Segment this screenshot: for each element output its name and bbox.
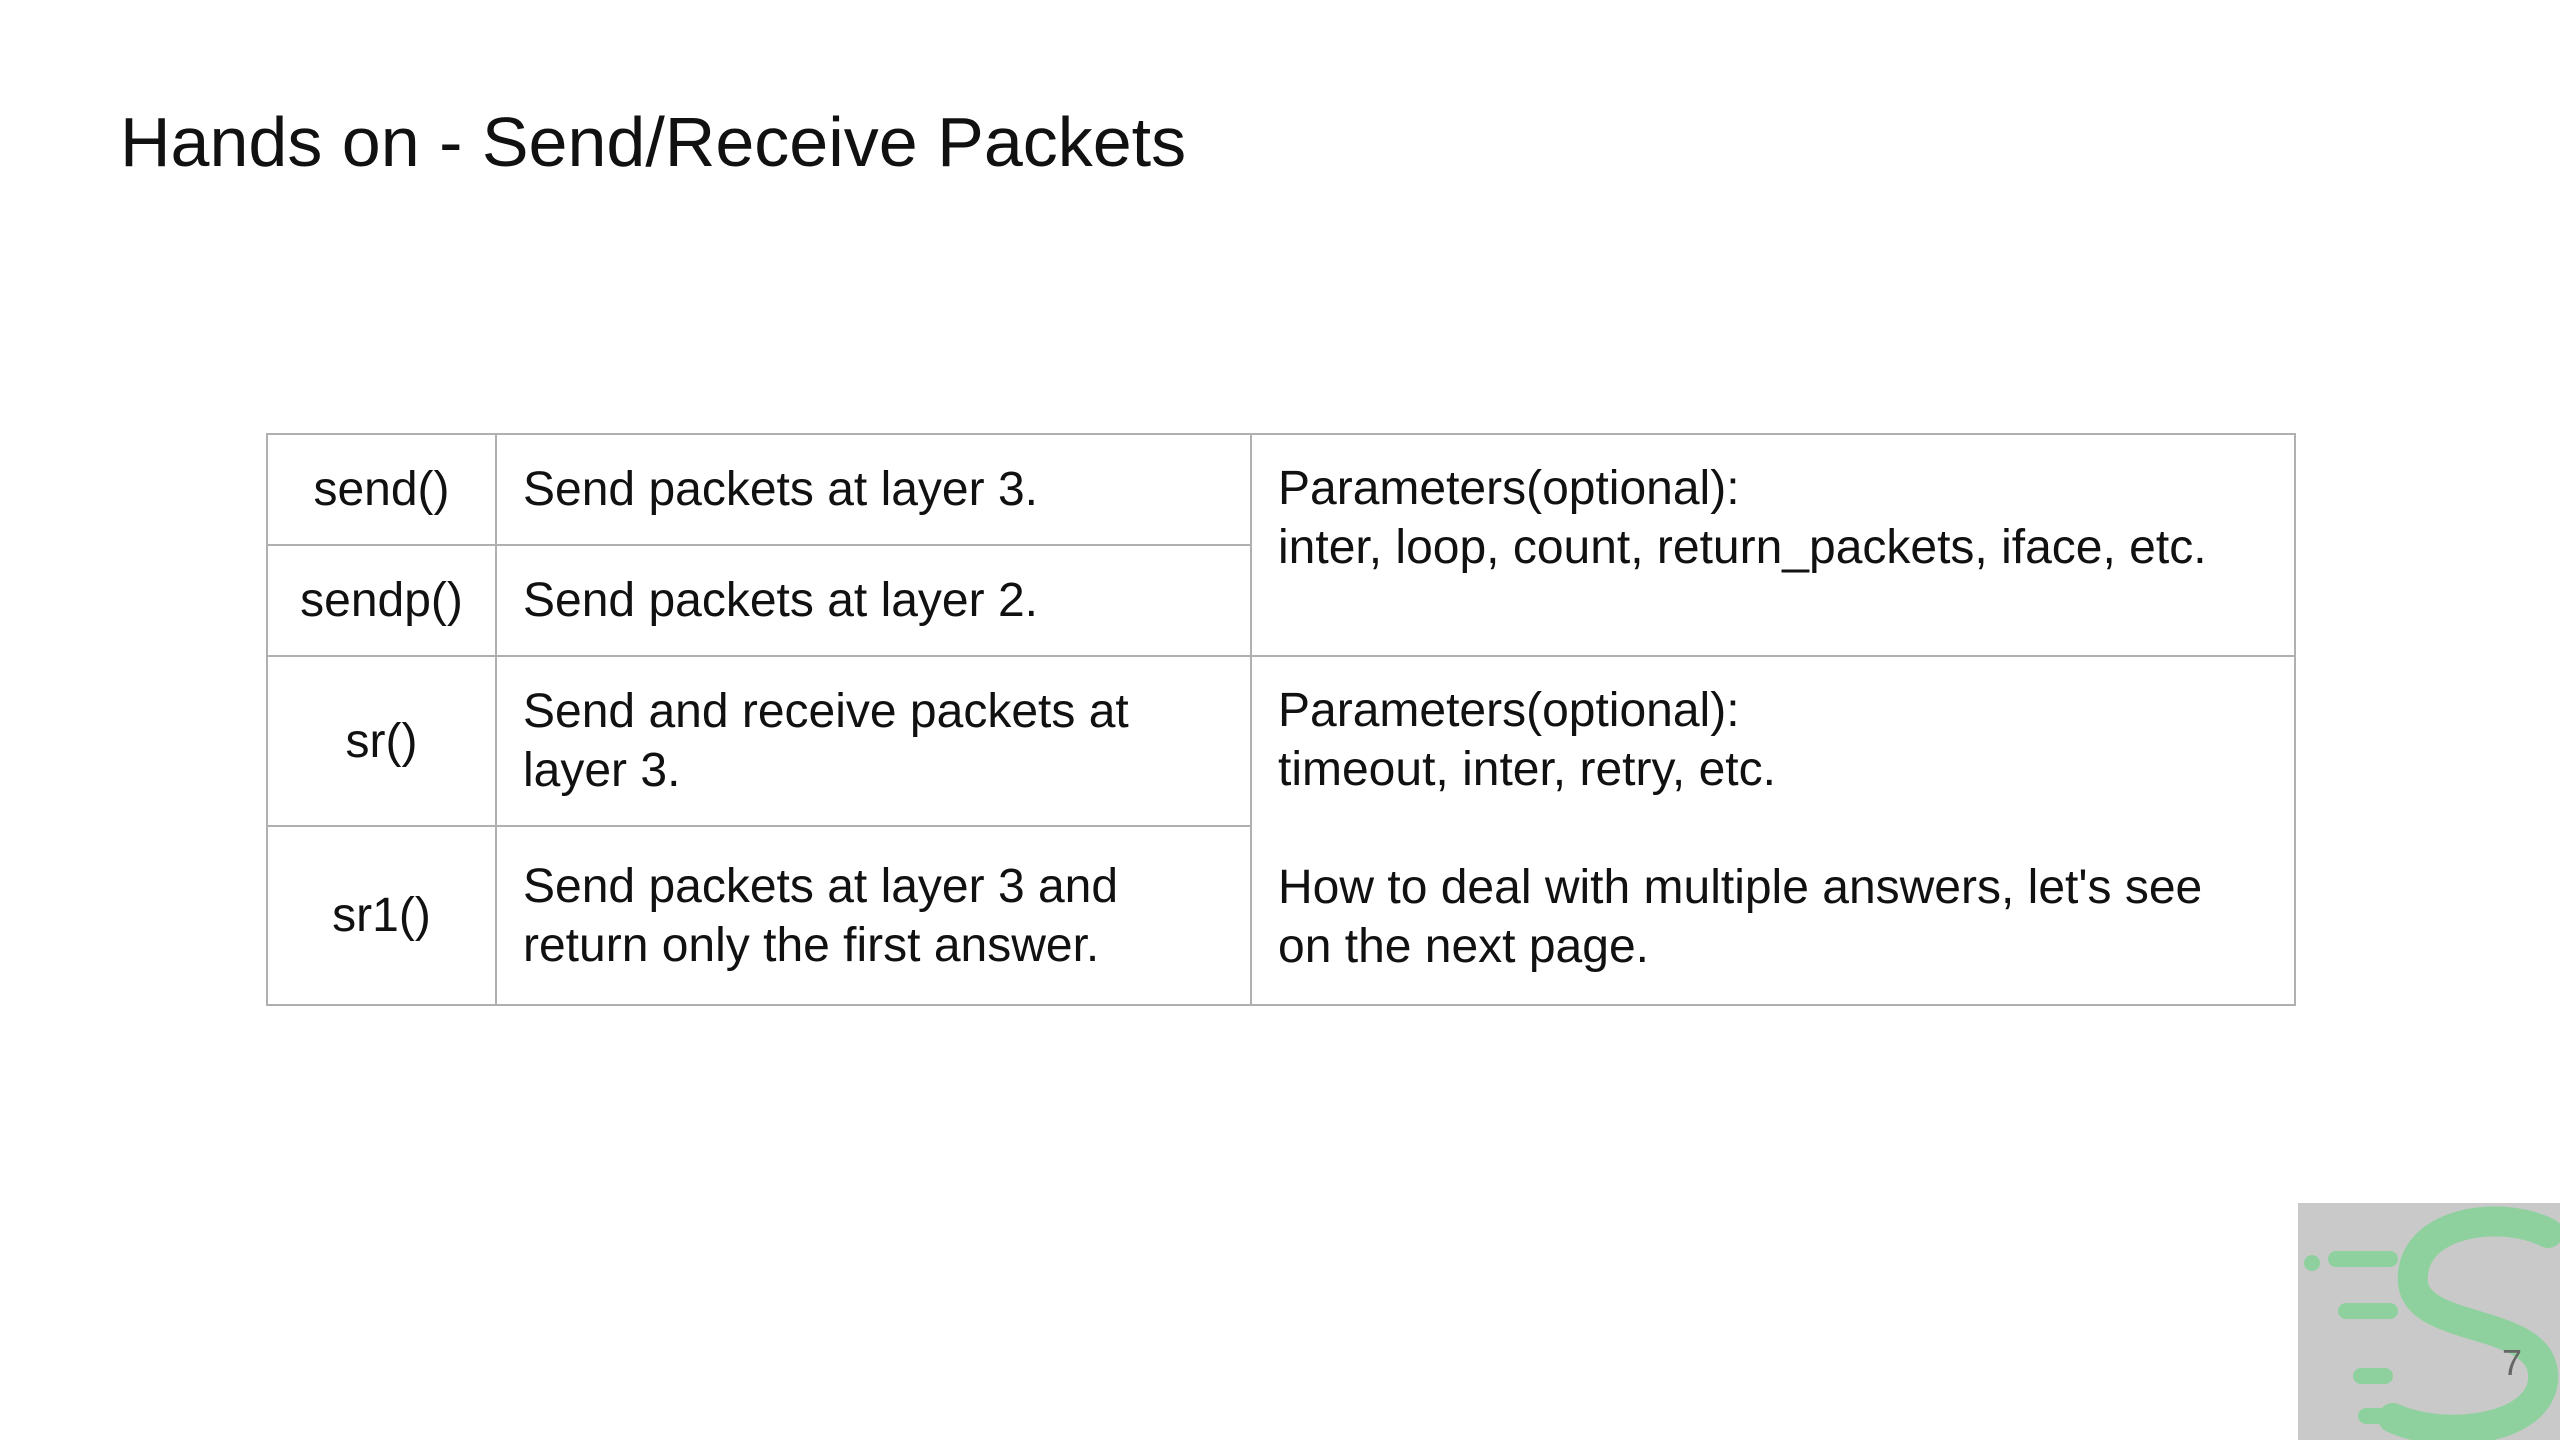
logo-badge: 7 xyxy=(2298,1203,2560,1440)
function-desc-sr1: Send packets at layer 3 and return only … xyxy=(495,825,1252,1006)
params-sr-cell: Parameters(optional): timeout, inter, re… xyxy=(1250,655,2296,1006)
table-row: send() Send packets at layer 3. Paramete… xyxy=(266,433,2296,657)
params-send-cell: Parameters(optional): inter, loop, count… xyxy=(1250,433,2296,657)
function-table: send() Send packets at layer 3. Paramete… xyxy=(266,433,2296,1006)
function-name-sr1: sr1() xyxy=(266,825,497,1006)
params-sr-label: Parameters(optional): xyxy=(1278,684,1740,737)
function-name-send: send() xyxy=(266,433,497,546)
params-sr-note-line1: How to deal with multiple answers, let's… xyxy=(1278,861,2203,914)
function-desc-send: Send packets at layer 3. xyxy=(495,433,1252,546)
table-row: sendp() Send packets at layer 2. xyxy=(266,544,2295,657)
params-sr-note-line2: on the next page. xyxy=(1278,920,1649,973)
params-send-label: Parameters(optional): xyxy=(1278,462,1740,515)
function-name-sr: sr() xyxy=(266,655,497,827)
table-row: sr() Send and receive packets at layer 3… xyxy=(266,655,2296,1006)
slide-title: Hands on - Send/Receive Packets xyxy=(120,103,1187,181)
page-number: 7 xyxy=(2501,1342,2522,1383)
params-sr-list: timeout, inter, retry, etc. xyxy=(1278,743,1776,796)
params-send-list: inter, loop, count, return_packets, ifac… xyxy=(1278,521,2207,574)
function-desc-sr: Send and receive packets at layer 3. xyxy=(495,655,1252,827)
function-name-sendp: sendp() xyxy=(266,544,497,657)
table-row: sr1() Send packets at layer 3 and return… xyxy=(266,825,2295,1006)
green-s-logo-icon xyxy=(2304,1206,2560,1440)
function-desc-sendp: Send packets at layer 2. xyxy=(495,544,1252,657)
